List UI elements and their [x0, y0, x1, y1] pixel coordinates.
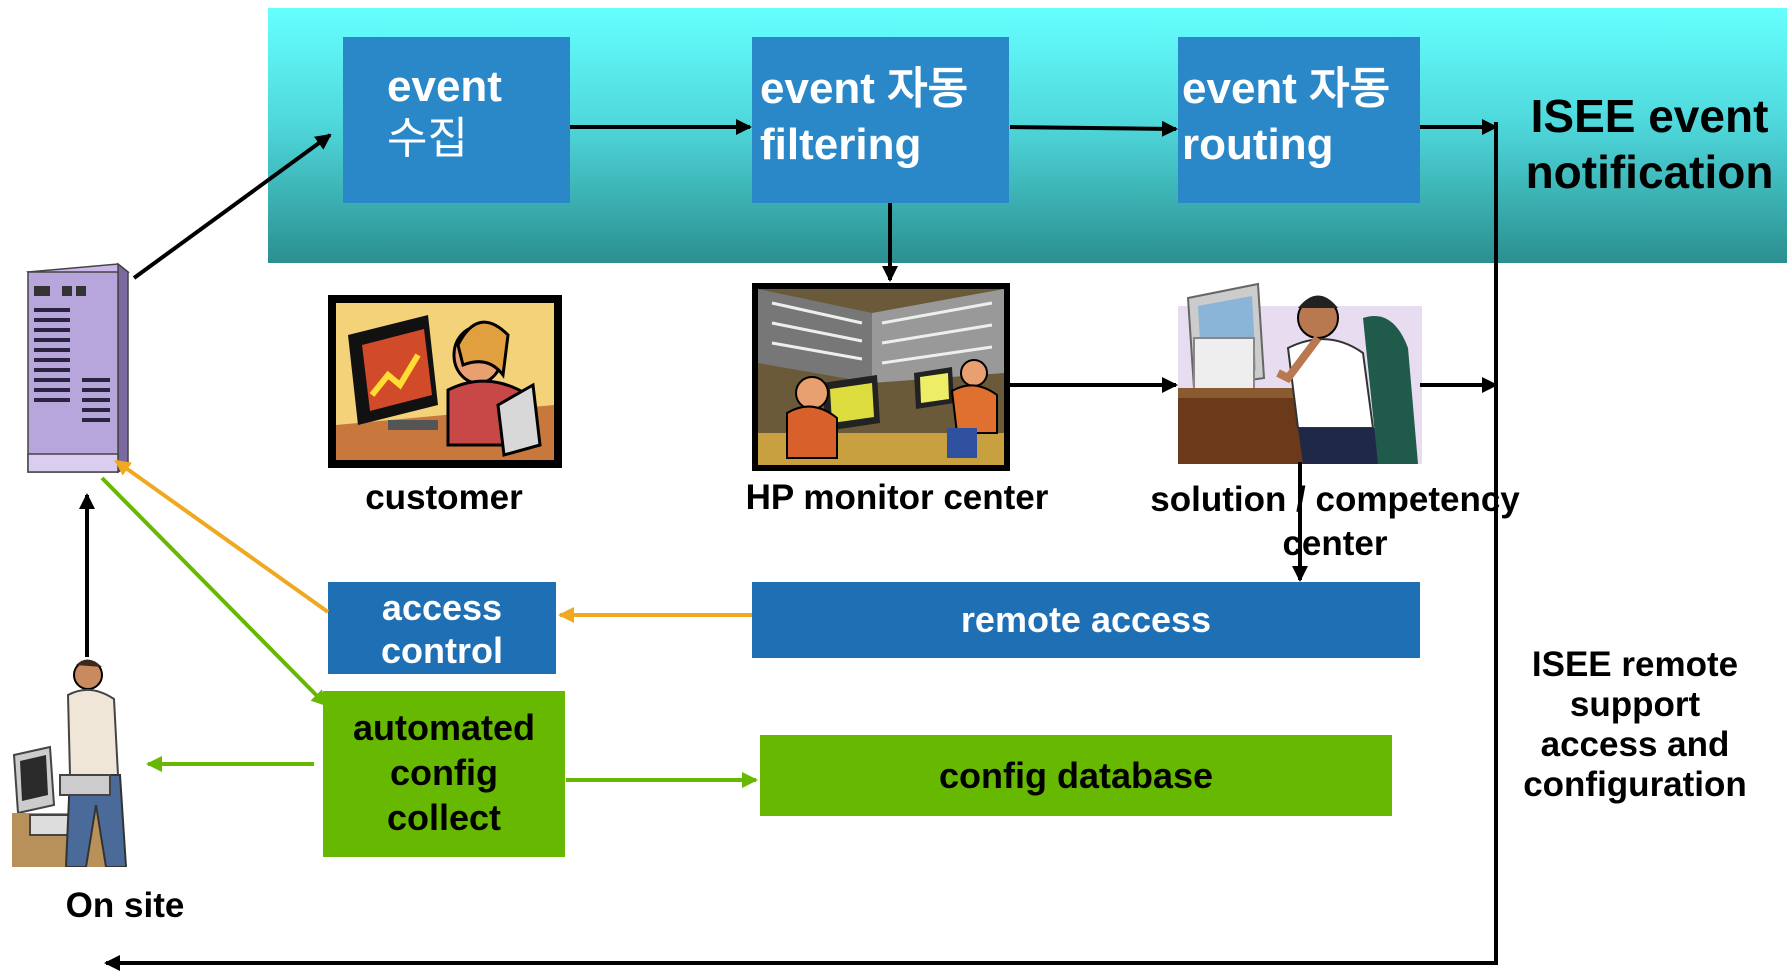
remote-support-line2: support: [1569, 685, 1701, 724]
access-control-box: access control: [328, 582, 556, 674]
technician-clipart-icon: [12, 659, 128, 867]
notification-line2: notification: [1525, 146, 1774, 198]
access-control-line2: control: [381, 630, 503, 671]
monitor-center-clipart-icon: [752, 283, 1010, 471]
event-collect-line1: event: [387, 62, 502, 111]
isee-remote-support-label: ISEE remote support access and configura…: [1505, 645, 1765, 805]
config-database-label: config database: [938, 755, 1214, 796]
remote-access-box: remote access: [752, 582, 1420, 658]
on-site-label: On site: [65, 886, 185, 925]
auto-config-line2: config: [390, 752, 498, 793]
arrow-server-to-autoconfig: [100, 476, 328, 707]
auto-config-line3: collect: [386, 797, 502, 838]
remote-support-line1: ISEE remote: [1531, 645, 1739, 684]
engineer-clipart-icon: [1178, 282, 1422, 464]
event-collect-line2: 수집: [387, 114, 468, 163]
solution-line1: solution / competency: [1150, 480, 1520, 519]
arrow-filter-to-route: [1009, 120, 1178, 137]
event-filtering-line2: filtering: [760, 120, 922, 169]
event-collect-box: event 수집: [343, 37, 570, 203]
monitor-center-label: HP monitor center: [745, 478, 1049, 517]
remote-support-line3: access and: [1540, 725, 1730, 764]
event-routing-line1: event 자동: [1182, 64, 1391, 113]
arrow-server-to-collect: [132, 133, 332, 280]
config-database-box: config database: [760, 735, 1392, 816]
event-filtering-box: event 자동 filtering: [752, 37, 1009, 203]
remote-support-line4: configuration: [1523, 765, 1747, 804]
server-icon: [26, 262, 130, 474]
event-filtering-line1: event 자동: [760, 64, 969, 113]
access-control-line1: access: [381, 587, 503, 628]
event-routing-line2: routing: [1182, 120, 1334, 169]
arrow-access-to-server: [114, 459, 330, 614]
automated-config-collect-box: automated config collect: [323, 691, 565, 857]
customer-label: customer: [365, 478, 523, 517]
auto-config-line1: automated: [352, 707, 536, 748]
customer-clipart-icon: [328, 295, 562, 468]
remote-access-label: remote access: [960, 599, 1212, 640]
return-line: [104, 122, 1498, 971]
notification-line1: ISEE event: [1530, 90, 1769, 142]
isee-event-notification-label: ISEE event notification: [1512, 88, 1787, 200]
event-routing-box: event 자동 routing: [1178, 37, 1420, 203]
